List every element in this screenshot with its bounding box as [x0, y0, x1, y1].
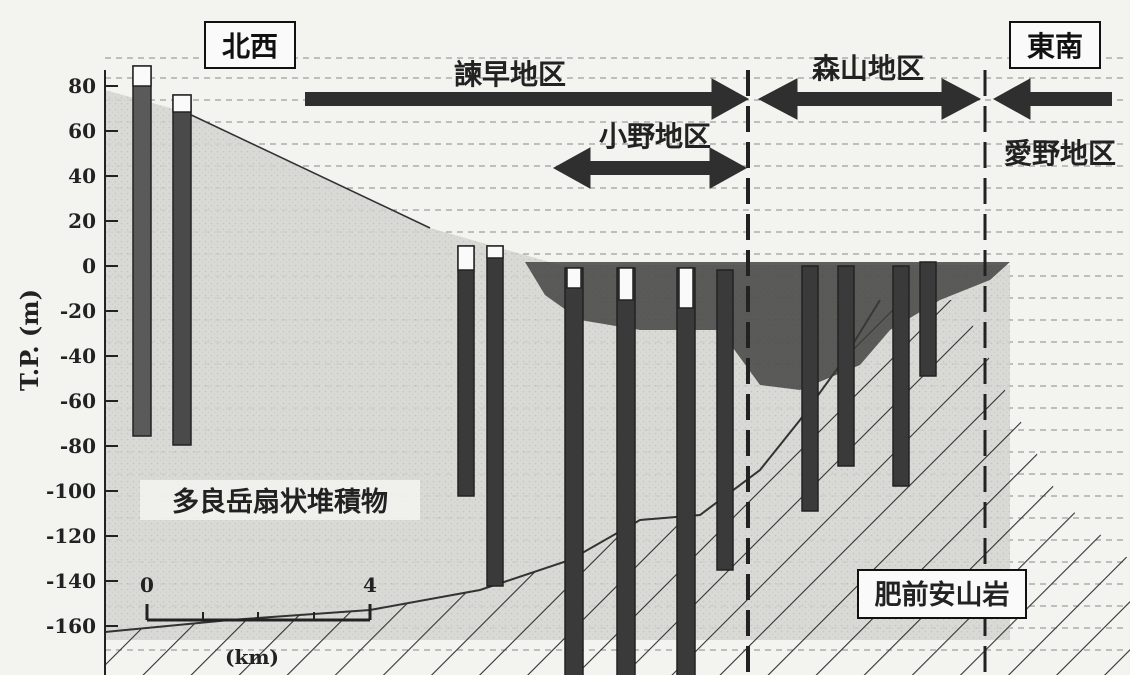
borehole: [486, 245, 504, 587]
southeast-label: 東南: [1027, 30, 1083, 63]
y-axis-tick-label: -100: [46, 479, 96, 503]
borehole-cap: [618, 267, 634, 301]
borehole: [919, 261, 937, 377]
y-axis-tick-labels: 80 60 40 20 0 -20 -40 -60 -80 -100 -120 -140 -160: [46, 74, 96, 638]
y-axis-tick-label: -60: [60, 389, 96, 413]
borehole: [564, 267, 584, 675]
ground-surface-line: [184, 111, 431, 229]
y-axis-tick-label: -80: [60, 434, 96, 458]
northwest-box: [204, 21, 296, 69]
borehole-cap: [678, 267, 694, 309]
y-axis-tick-label: -160: [46, 614, 96, 638]
y-axis-tick-label: 0: [82, 254, 96, 278]
andesite-label: 肥前安山岩: [875, 579, 1010, 611]
district-label-isahaya: 諫早地区: [454, 58, 566, 91]
y-axis-tick-label: -20: [60, 299, 96, 323]
y-axis-ticks: [105, 85, 118, 627]
y-axis-tick-label: 80: [68, 74, 96, 98]
borehole-cap: [566, 267, 582, 289]
district-arrows: [305, 78, 1112, 189]
borehole-cap: [172, 94, 192, 113]
borehole: [616, 267, 636, 675]
borehole-cap: [486, 245, 504, 259]
fan-deposit-label: 多良岳扇状堆積物: [172, 486, 388, 518]
district-label-ono: 小野地区: [599, 120, 711, 153]
borehole: [837, 265, 855, 467]
borehole: [801, 265, 819, 512]
scale-end-label: 4: [363, 573, 377, 597]
southeast-box: [1009, 21, 1101, 69]
y-axis-tick-label: 40: [68, 164, 96, 188]
borehole: [676, 267, 696, 675]
borehole: [716, 269, 734, 571]
y-axis-tick-label: 60: [68, 119, 96, 143]
district-label-aino: 愛野地区: [1004, 137, 1116, 170]
surface-basin: [525, 262, 1010, 390]
borehole-cap: [132, 65, 152, 87]
borehole: [172, 94, 192, 446]
boreholes: [132, 65, 937, 675]
y-axis-tick-label: 20: [68, 209, 96, 233]
district-label-moriyama: 森山地区: [812, 52, 924, 85]
northwest-label: 北西: [222, 30, 278, 63]
y-axis-tick-label: -120: [46, 524, 96, 548]
scale-start-label: 0: [140, 573, 154, 597]
scale-unit-label: (km): [225, 645, 279, 669]
y-axis-title: T.P. (m): [15, 289, 44, 391]
borehole-cap: [457, 245, 475, 271]
y-axis-tick-label: -40: [60, 344, 96, 368]
borehole: [892, 265, 910, 487]
borehole: [132, 65, 152, 437]
fan-deposit-label-bg: [140, 480, 420, 520]
scale-bar: [145, 604, 372, 622]
y-axis-tick-label: -140: [46, 569, 96, 593]
andesite-label-box: [857, 569, 1027, 619]
borehole: [457, 245, 475, 497]
